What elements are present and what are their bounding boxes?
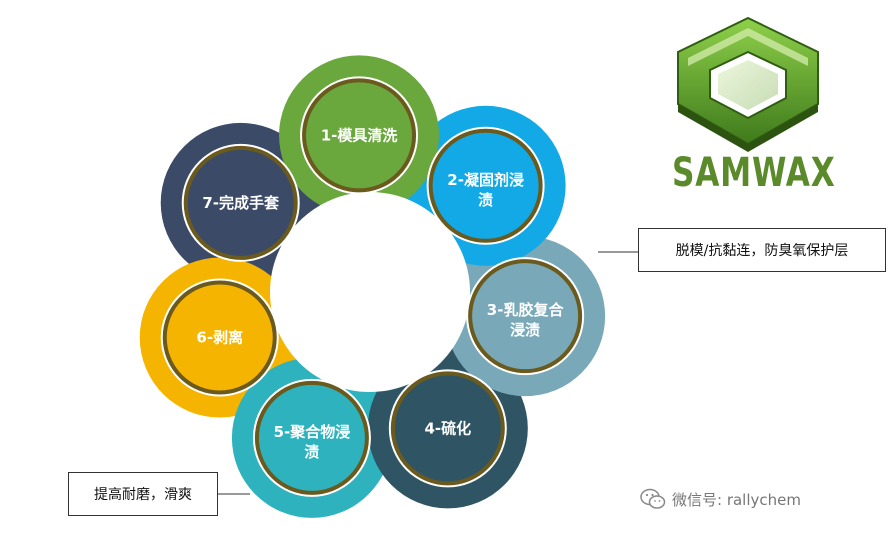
note-wear-slip: 提高耐磨，滑爽	[68, 472, 218, 516]
note-release-protection: 脱模/抗黏连，防臭氧保护层	[638, 228, 886, 272]
step-1: 1-模具清洗	[300, 76, 419, 195]
logo-wordmark: SAMWAX	[672, 150, 836, 196]
step-5-inner-circle	[254, 380, 369, 495]
process-cycle-diagram: 1-模具清洗 2-凝固剂浸渍 3-乳胶复合浸渍 4-硫化 5-聚合物浸渍 6-剥离 7-完成…	[139, 55, 638, 518]
step-6-inner-circle	[162, 280, 277, 395]
step-4-label: 4-硫化	[424, 419, 471, 437]
wechat-icon	[640, 488, 666, 509]
step-5-label: 5-聚合物浸渍	[274, 423, 351, 461]
step-7-inner-circle	[183, 145, 298, 260]
step-7-label: 7-完成手套	[202, 194, 280, 212]
step-4: 4-硫化	[388, 369, 507, 488]
step-2-label: 2-凝固剂浸渍	[447, 171, 524, 209]
step-3: 3-乳胶复合浸渍	[466, 257, 585, 376]
step-2-inner-circle	[428, 128, 543, 243]
step-4-inner-circle	[390, 371, 505, 486]
wechat-watermark: 微信号: rallychem	[640, 488, 801, 510]
step-6: 6-剥离	[160, 278, 279, 397]
step-5: 5-聚合物浸渍	[252, 378, 371, 497]
step-3-label: 3-乳胶复合浸渍	[487, 301, 565, 339]
step-1-inner-circle	[302, 78, 417, 193]
step-2: 2-凝固剂浸渍	[426, 126, 545, 245]
center-space	[270, 192, 470, 392]
step-7: 7-完成手套	[181, 143, 300, 262]
samwax-logo-icon	[677, 16, 819, 152]
step-1-label: 1-模具清洗	[321, 126, 398, 144]
step-3-inner-circle	[468, 259, 583, 374]
step-6-label: 6-剥离	[196, 329, 243, 347]
watermark-text: 微信号: rallychem	[672, 490, 801, 509]
